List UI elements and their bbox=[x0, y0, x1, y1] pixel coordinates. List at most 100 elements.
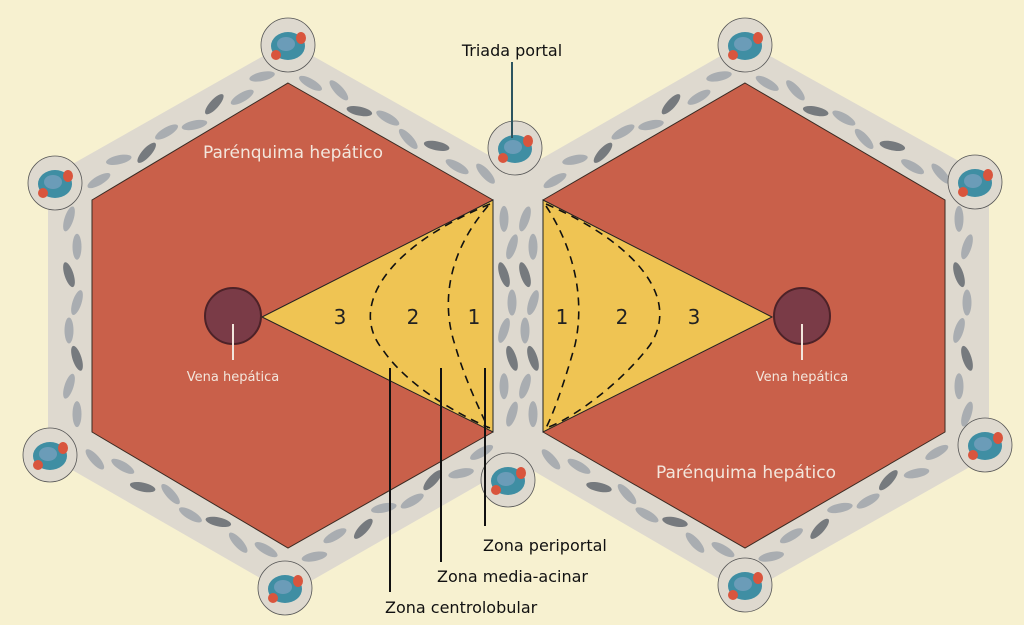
cell bbox=[779, 528, 803, 544]
cell bbox=[562, 154, 588, 165]
cell bbox=[520, 317, 530, 344]
left-acinus bbox=[260, 199, 494, 433]
cell bbox=[832, 110, 856, 126]
cell bbox=[400, 493, 424, 509]
left-vein-label: Vena hepática bbox=[187, 370, 280, 385]
portal-triad bbox=[22, 427, 78, 483]
zone-centro-label: Zona centrolobular bbox=[385, 598, 538, 617]
cell bbox=[423, 140, 450, 151]
cell bbox=[249, 71, 275, 82]
cell bbox=[423, 470, 443, 491]
cell bbox=[961, 345, 973, 371]
cell bbox=[230, 89, 254, 105]
cell bbox=[635, 507, 659, 523]
triad-label: Triada portal bbox=[461, 41, 562, 60]
cell bbox=[298, 75, 322, 91]
right-parenchyma-label: Parénquima hepático bbox=[656, 463, 836, 483]
portal-triad bbox=[717, 17, 773, 73]
cell bbox=[854, 128, 874, 150]
cell bbox=[476, 163, 495, 184]
zone-1-left: 1 bbox=[468, 305, 481, 329]
cell bbox=[541, 449, 561, 470]
cell bbox=[879, 470, 898, 491]
cell bbox=[786, 80, 805, 101]
cell bbox=[528, 233, 538, 260]
cell bbox=[586, 481, 612, 493]
cell bbox=[931, 163, 951, 184]
cell bbox=[711, 542, 735, 558]
cell bbox=[567, 458, 591, 474]
cell bbox=[445, 159, 469, 175]
cell bbox=[953, 262, 965, 288]
left-boundary-1 bbox=[447, 205, 489, 429]
cell bbox=[687, 89, 711, 105]
zone-2-left: 2 bbox=[407, 305, 420, 329]
zone-1-right: 1 bbox=[556, 305, 569, 329]
cell bbox=[72, 401, 82, 428]
cell bbox=[448, 468, 474, 479]
zone-3-left: 3 bbox=[334, 305, 347, 329]
cell bbox=[346, 106, 373, 117]
cell bbox=[137, 142, 156, 163]
cell bbox=[954, 205, 964, 232]
cell bbox=[155, 124, 179, 140]
zone-2-right: 2 bbox=[616, 305, 629, 329]
cell bbox=[802, 105, 829, 117]
cell bbox=[470, 444, 494, 460]
right-vein-label: Vena hepática bbox=[756, 370, 849, 385]
cell bbox=[181, 119, 208, 131]
cell bbox=[661, 94, 681, 115]
portal-triad bbox=[487, 120, 543, 176]
cell bbox=[827, 502, 853, 514]
cell bbox=[353, 518, 373, 539]
cell bbox=[706, 71, 732, 82]
cell bbox=[72, 233, 82, 260]
right-boundary-1 bbox=[545, 205, 580, 429]
cell bbox=[254, 542, 278, 558]
cell bbox=[87, 172, 111, 189]
cell bbox=[961, 234, 973, 260]
cell bbox=[63, 373, 75, 399]
cell bbox=[954, 373, 964, 400]
cell bbox=[71, 290, 83, 315]
cell bbox=[85, 449, 105, 470]
cell bbox=[925, 444, 949, 460]
portal-triad bbox=[947, 154, 1003, 210]
portal-triad bbox=[717, 557, 773, 613]
left-parenchyma-label: Parénquima hepático bbox=[203, 143, 383, 163]
cell bbox=[111, 458, 135, 474]
zone-periportal-label: Zona periportal bbox=[483, 536, 607, 555]
cell bbox=[961, 401, 973, 427]
cell bbox=[498, 318, 510, 343]
cell bbox=[758, 551, 784, 562]
cell bbox=[506, 345, 518, 371]
sinusoid-cells bbox=[63, 71, 973, 562]
cell bbox=[161, 483, 180, 505]
cell bbox=[879, 140, 906, 152]
zone-media-label: Zona media-acinar bbox=[437, 567, 588, 586]
cell bbox=[519, 373, 531, 399]
cell bbox=[329, 80, 349, 101]
cell bbox=[810, 518, 829, 539]
cell bbox=[376, 110, 400, 126]
portal-triad bbox=[957, 417, 1013, 473]
cell bbox=[498, 262, 510, 288]
cell bbox=[323, 528, 347, 544]
cell bbox=[593, 142, 613, 163]
zone-pointers bbox=[389, 368, 486, 592]
zone-boundaries bbox=[369, 203, 661, 429]
cell bbox=[499, 205, 509, 232]
cell bbox=[755, 75, 779, 91]
cell bbox=[953, 318, 965, 343]
cell bbox=[63, 262, 75, 288]
cell bbox=[506, 401, 518, 427]
cell bbox=[527, 345, 539, 371]
cell bbox=[228, 532, 248, 553]
portal-triad bbox=[480, 452, 536, 508]
cell bbox=[662, 516, 688, 528]
cell bbox=[129, 481, 156, 493]
cell bbox=[178, 507, 202, 523]
cell bbox=[301, 551, 328, 562]
cell bbox=[638, 119, 664, 131]
